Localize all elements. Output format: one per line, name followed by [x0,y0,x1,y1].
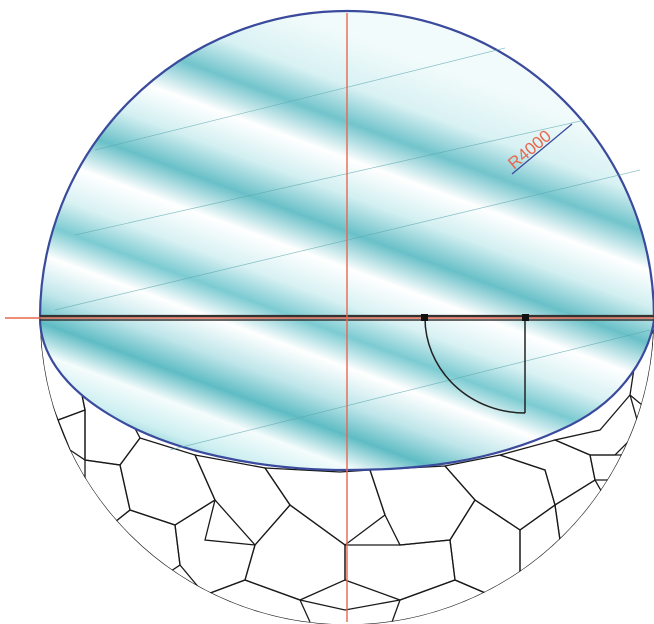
glass-reflections [54,47,651,451]
door-swing-symbol [424,317,526,414]
door-hinge-left [421,314,428,321]
door-hinge-right [522,314,529,321]
radius-leader-line [511,123,573,175]
